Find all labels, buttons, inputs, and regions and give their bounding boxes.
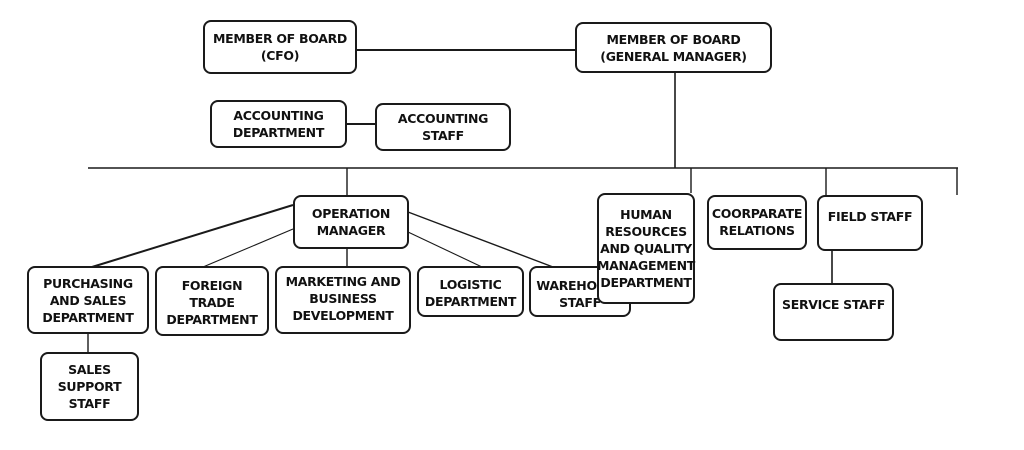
node-operation-manager: OPERATION MANAGER (293, 195, 409, 249)
node-accounting-department: ACCOUNTING DEPARTMENT (210, 100, 347, 148)
edge-opmgr-logistic (407, 231, 483, 268)
node-purchasing-sales: PURCHASING AND SALES DEPARTMENT (27, 266, 149, 334)
edge-opmgr-warehouse (407, 211, 554, 268)
node-general-manager: MEMBER OF BOARD (GENERAL MANAGER) (575, 22, 772, 73)
node-field-staff: FIELD STAFF (817, 195, 923, 251)
node-cfo: MEMBER OF BOARD (CFO) (203, 20, 357, 74)
node-human-resources: HUMAN RESOURCES AND QUALITY MANAGEMENT D… (597, 193, 695, 304)
edge-opmgr-foreign-trade (202, 228, 294, 268)
node-logistic: LOGISTIC DEPARTMENT (417, 266, 524, 317)
node-accounting-staff: ACCOUNTING STAFF (375, 103, 511, 151)
edge-opmgr-purchasing (91, 204, 294, 268)
node-service-staff: SERVICE STAFF (773, 283, 894, 341)
node-sales-support: SALES SUPPORT STAFF (40, 352, 139, 421)
node-foreign-trade: FOREIGN TRADE DEPARTMENT (155, 266, 269, 336)
node-corporate-relations: COORPARATE RELATIONS (707, 195, 807, 250)
node-marketing: MARKETING AND BUSINESS DEVELOPMENT (275, 266, 411, 334)
